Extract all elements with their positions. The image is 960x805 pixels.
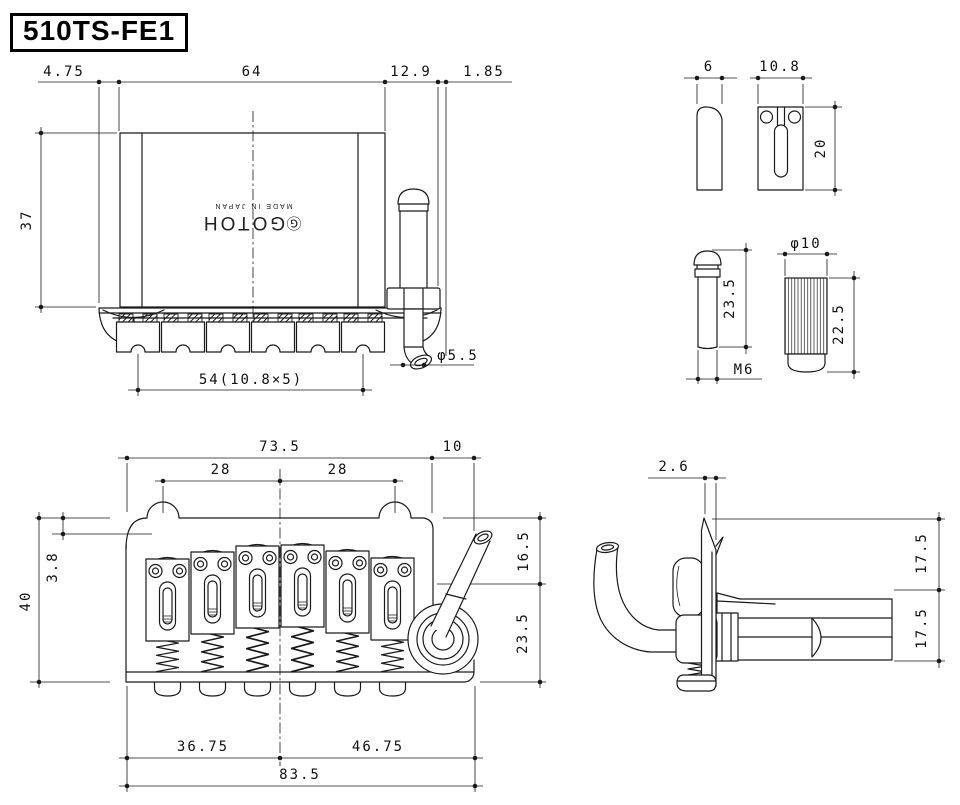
claw-spring [687, 662, 707, 676]
collar-hex-nut [715, 612, 739, 662]
dim-spacing-rear: 28 [328, 462, 349, 478]
tremolo-arm-top [386, 188, 441, 370]
dim-saddle-length: 20 [813, 138, 829, 159]
dim-stud-thread: M6 [734, 362, 755, 378]
dim-arm-diameter: φ5.5 [437, 348, 479, 364]
bridge-plate-side [125, 501, 475, 683]
anchor-bushing-view: φ10 22.5 [777, 236, 860, 379]
dim-lower-height: 17.5 [914, 607, 930, 649]
side-view: 73.5 10 28 28 3.8 40 16.5 23.5 36.75 46.… [18, 439, 546, 792]
dim-upper-height: 17.5 [914, 532, 930, 574]
arm-hex-nut [386, 287, 441, 310]
saddle-side-profile [696, 106, 723, 191]
dim-arm-above: 16.5 [516, 530, 532, 572]
dim-stud-length: 23.5 [722, 277, 738, 319]
arm-collar [407, 603, 479, 675]
dim-saddle-top-width: 10.8 [759, 59, 801, 75]
part-number-title: 510TS-FE1 [10, 13, 189, 52]
dim-arm-edge-gap: 1.85 [463, 64, 505, 80]
pivot-stud-end [811, 617, 822, 658]
dim-pivot-to-center: 36.75 [177, 739, 229, 755]
dim-flange-offset: 4.75 [43, 64, 85, 80]
claw-foot [676, 674, 717, 692]
dim-bushing-diameter: φ10 [790, 236, 821, 252]
dim-overall-height: 40 [18, 591, 34, 612]
tremolo-arm-end [593, 541, 681, 653]
height-stud-view: 23.5 M6 [686, 243, 762, 384]
saddle-row-top [115, 313, 386, 353]
dim-plate-depth: 37 [19, 210, 35, 231]
bushing-drawing [784, 277, 828, 373]
logo-name: GOTOH [201, 212, 285, 233]
stud-drawing [693, 250, 722, 350]
top-view: 4.75 64 12.9 1.85 37 Ⓖ GOTOH MADE IN JAP… [19, 64, 512, 396]
dim-string-spread: 54(10.8×5) [199, 372, 303, 388]
gotoh-logo: Ⓖ GOTOH MADE IN JAPAN [201, 202, 302, 233]
logo-mark: Ⓖ [286, 214, 301, 231]
end-view: 2.6 17.5 17.5 [593, 459, 945, 692]
dim-spacing-front: 28 [211, 462, 232, 478]
dim-saddle-side-width: 6 [704, 59, 714, 75]
arm-collar-end [672, 557, 705, 618]
logo-origin: MADE IN JAPAN [213, 202, 292, 209]
dim-plate-thickness: 2.6 [658, 459, 689, 475]
dim-plate-width: 64 [242, 64, 263, 80]
saddle-top-profile [757, 106, 804, 191]
dim-pivot-to-arm: 73.5 [259, 439, 301, 455]
dim-arm-overhang: 10 [443, 439, 464, 455]
dim-notch-depth: 3.8 [45, 551, 61, 582]
saddle-detail-view: 6 10.8 20 [684, 59, 842, 196]
bridge-plate-top [119, 132, 386, 308]
sustain-block [716, 592, 893, 661]
dim-center-to-end: 46.75 [352, 739, 404, 755]
dim-arm-offset: 12.9 [390, 64, 432, 80]
tremolo-arm-side [430, 530, 493, 638]
dim-arm-below: 23.5 [515, 612, 531, 654]
dim-bushing-height: 22.5 [831, 303, 847, 345]
dim-overall-length: 83.5 [279, 767, 321, 783]
